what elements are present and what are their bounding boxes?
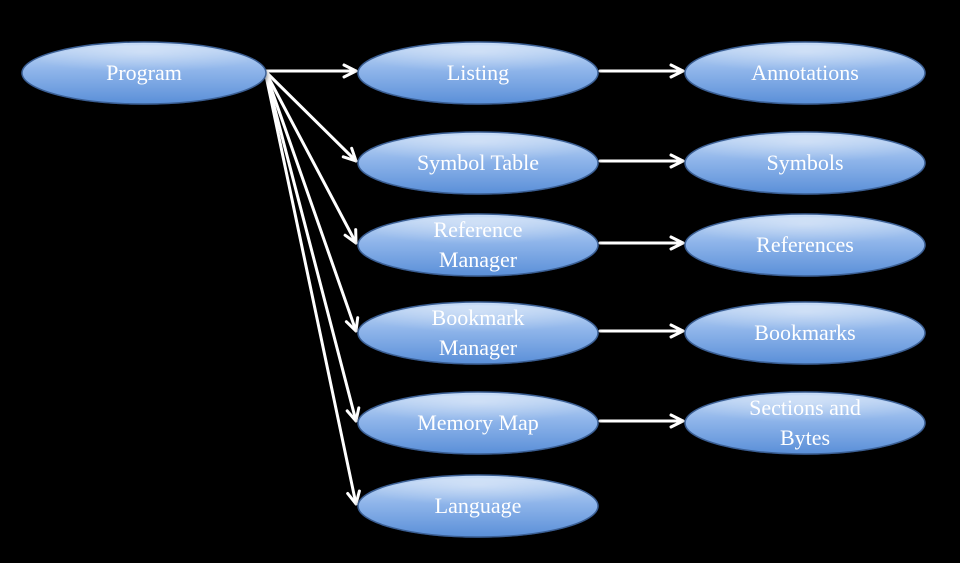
symbols-node-label: Symbols — [766, 150, 843, 175]
bookmark-manager-node-highlight — [376, 305, 580, 340]
symbols-node: Symbols — [684, 131, 926, 195]
annotations-node-highlight — [703, 45, 907, 80]
references-node: References — [684, 213, 926, 277]
bookmark-manager-node-label: Bookmark — [432, 305, 525, 330]
language-node-highlight — [376, 478, 580, 513]
arrow-listing-to-annotations — [598, 63, 685, 79]
bookmarks-node-highlight — [703, 305, 907, 340]
sections-and-bytes-node-label: Bytes — [780, 425, 830, 450]
program-node-label: Program — [106, 60, 182, 85]
symbols-node-highlight — [703, 135, 907, 170]
memory-map-node-highlight — [376, 395, 580, 430]
arrow-program-to-memory-map — [263, 69, 361, 423]
listing-node-label: Listing — [447, 60, 509, 85]
references-node-label: References — [756, 232, 854, 257]
arrow-bookmark-manager-to-bookmarks — [598, 323, 685, 339]
listing-node: Listing — [357, 41, 599, 105]
program-node: Program — [21, 41, 267, 105]
reference-manager-node-label: Manager — [439, 247, 518, 272]
arrow-symbol-table-to-symbols — [598, 153, 685, 169]
sections-and-bytes-node-highlight — [703, 395, 907, 430]
reference-manager-node-highlight — [376, 217, 580, 252]
arrow-reference-manager-to-references — [598, 235, 685, 251]
bookmark-manager-node-label: Manager — [439, 335, 518, 360]
language-node: Language — [357, 474, 599, 538]
arrow-program-to-bookmark-manager — [263, 69, 360, 333]
arrow-program-to-listing — [263, 63, 358, 79]
language-node-label: Language — [435, 493, 522, 518]
program-node-highlight — [40, 45, 248, 80]
annotations-node: Annotations — [684, 41, 926, 105]
reference-manager-node-label: Reference — [433, 217, 522, 242]
arrow-program-to-symbol-table — [263, 69, 358, 163]
arrow-program-to-language — [263, 69, 361, 506]
memory-map-node: Memory Map — [357, 391, 599, 455]
symbol-table-node: Symbol Table — [357, 131, 599, 195]
arrow-program-to-reference-manager — [263, 69, 358, 245]
bookmarks-node-label: Bookmarks — [754, 320, 855, 345]
listing-node-highlight — [376, 45, 580, 80]
memory-map-node-label: Memory Map — [417, 410, 539, 435]
symbol-table-node-label: Symbol Table — [417, 150, 539, 175]
references-node-highlight — [703, 217, 907, 252]
annotations-node-label: Annotations — [751, 60, 859, 85]
bookmarks-node: Bookmarks — [684, 301, 926, 365]
arrow-memory-map-to-sections-and-bytes — [598, 413, 685, 429]
symbol-table-node-highlight — [376, 135, 580, 170]
sections-and-bytes-node-label: Sections and — [749, 395, 861, 420]
arrows-layer — [263, 63, 685, 506]
